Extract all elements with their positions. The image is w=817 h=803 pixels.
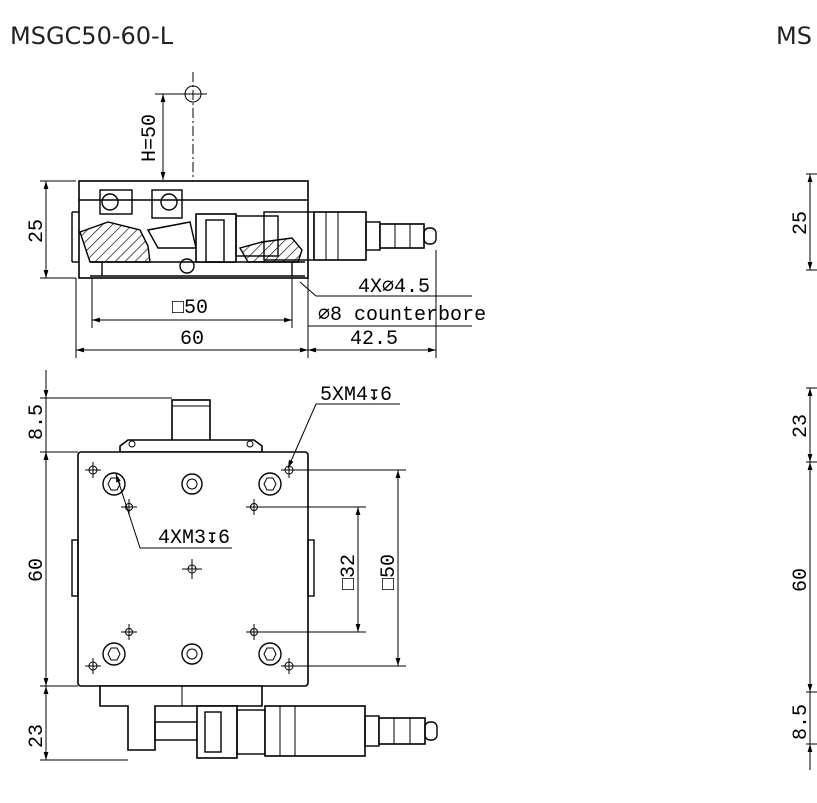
model-title-right: MS: [776, 22, 812, 50]
right-dim-23: 23: [790, 414, 813, 438]
micrometer-housing: [195, 213, 237, 263]
model-title: MSGC50-60-L: [10, 22, 174, 50]
micrometer-thimble: [264, 705, 366, 757]
center-screw-icon: [181, 643, 203, 665]
inner-square-label: □32: [338, 554, 361, 590]
screw-head-icon: [160, 193, 178, 211]
side-tapped-label: 4XM3↧6: [158, 527, 230, 550]
socket-screw-icon: [102, 642, 126, 666]
top-view: 5XM4↧6 4XM3↧6 8.5 60 □32 □50: [26, 370, 438, 761]
socket-screw-icon: [258, 472, 282, 496]
micrometer-knob: [378, 717, 426, 745]
length-label: 60: [26, 558, 49, 582]
top-knob: [171, 399, 211, 445]
micrometer-housing: [196, 705, 238, 759]
right-dim-25: 25: [790, 211, 813, 235]
socket-screw-icon: [102, 472, 126, 496]
right-view-cropped: 25 23 60 8.5: [790, 173, 817, 770]
top-tapped-label: 5XM4↧6: [320, 384, 392, 407]
socket-screw-icon: [258, 642, 282, 666]
micrometer-knob: [379, 223, 425, 249]
thickness-label: 25: [26, 219, 49, 243]
right-dim-8-5: 8.5: [790, 704, 813, 740]
outer-square-label: □50: [378, 554, 401, 590]
base-square-label: □50: [172, 297, 208, 320]
right-dim-60: 60: [790, 568, 813, 592]
front-view: H=50: [26, 72, 486, 358]
offset-top-label: 8.5: [26, 404, 49, 440]
mount-hole-label: 4X⌀4.5: [358, 276, 430, 299]
width-label: 60: [180, 328, 204, 351]
reach-label: 42.5: [350, 328, 398, 351]
screw-head-icon: [101, 193, 119, 211]
micrometer-thimble: [313, 211, 367, 261]
screw-head-icon: [179, 258, 195, 274]
height-label: H=50: [139, 114, 162, 162]
center-screw-icon: [181, 473, 203, 495]
counterbore-label: ⌀8 counterbore: [318, 304, 486, 327]
offset-bottom-label: 23: [26, 724, 49, 748]
